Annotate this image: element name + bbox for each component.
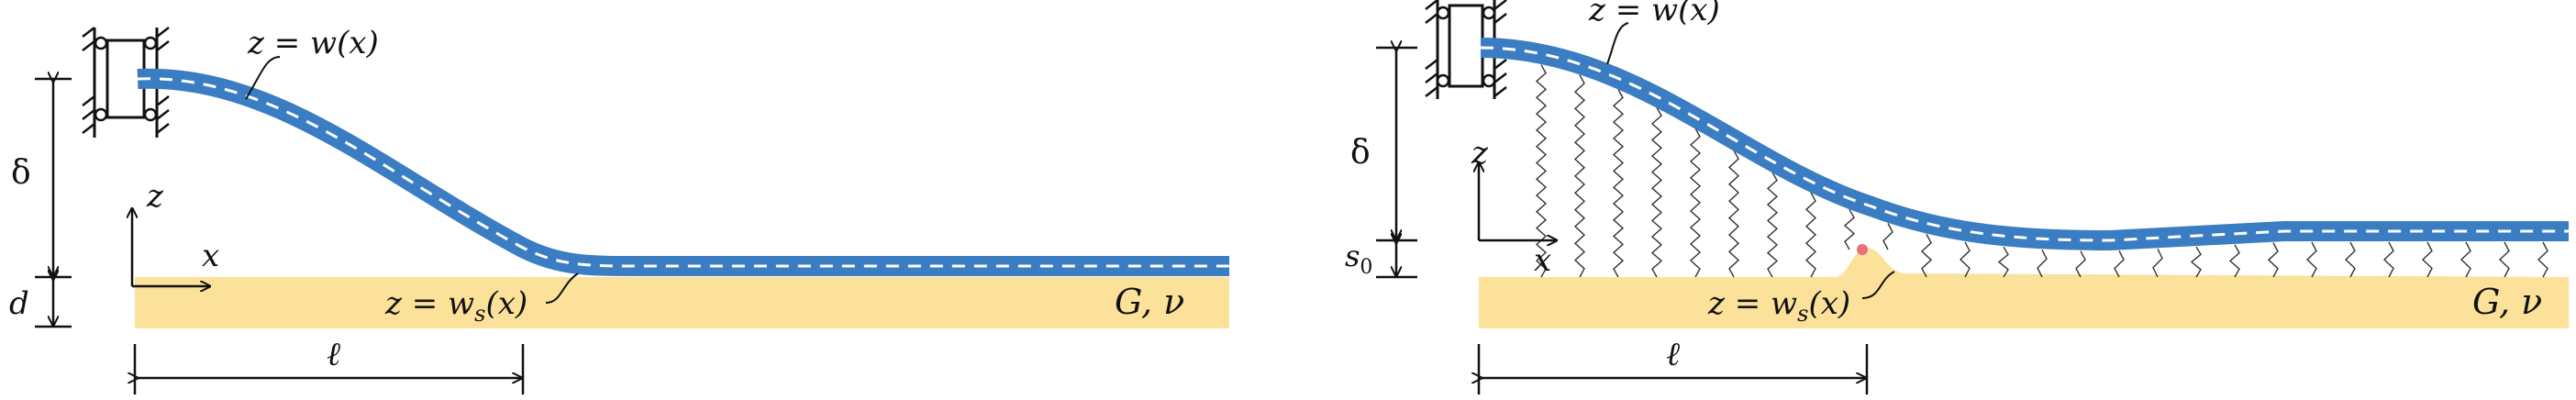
left-d-label: d [9, 285, 29, 322]
spring [1612, 89, 1625, 278]
right-axes [1479, 163, 1556, 240]
spring [1573, 74, 1586, 278]
right-axis-z: z [1471, 135, 1489, 172]
left-surface-main: z = w [384, 285, 474, 322]
spring [2075, 250, 2086, 278]
right-clamp [1425, 0, 1507, 99]
right-beam-centerline [1480, 46, 2569, 242]
spring [2421, 241, 2433, 278]
left-surface-sub: s [474, 301, 485, 327]
spring [2228, 244, 2240, 278]
right-surface-leader [1861, 271, 1895, 299]
left-axis-z: z [146, 178, 164, 215]
right-surface-tail: (x) [1808, 285, 1850, 322]
left-delta-label: δ [11, 154, 31, 192]
spring [2037, 249, 2048, 278]
spring [2114, 250, 2125, 278]
right-ell-label: ℓ [1666, 336, 1680, 373]
spring [2190, 246, 2202, 278]
right-surface-label: z = ws(x) [1707, 285, 1850, 327]
spring [1766, 172, 1779, 278]
left-beam-leader [245, 56, 281, 100]
left-surface-leader [545, 272, 579, 304]
left-d-dimension [35, 279, 72, 328]
left-substrate [135, 277, 1229, 328]
spring [2498, 241, 2510, 278]
left-delta-dimension [35, 79, 72, 279]
right-contact-dot [1857, 244, 1868, 255]
spring [1997, 246, 2009, 278]
left-material: G, ν [1115, 282, 1184, 322]
right-substrate [1479, 248, 2569, 328]
right-s0-main: s [1345, 239, 1360, 273]
left-ell-dimension [135, 344, 525, 394]
spring [2344, 241, 2356, 278]
right-delta-label: δ [1350, 134, 1371, 172]
left-beam-label: z = w(x) [247, 25, 379, 61]
right-ell-dimension [1479, 344, 1869, 394]
right-surface-sub: s [1797, 301, 1808, 327]
left-panel: δ d z x z = w(x) z = ws(x) G, ν ℓ [9, 25, 1229, 394]
left-axes [132, 209, 209, 286]
right-s0-label: s0 [1345, 239, 1372, 279]
spring [1804, 192, 1817, 278]
spring [2267, 242, 2279, 278]
left-beam-centerline [137, 77, 1229, 268]
left-ell-label: ℓ [327, 336, 340, 373]
left-beam [137, 68, 1229, 276]
spring [2305, 241, 2317, 278]
spring [2152, 248, 2163, 278]
spring [1535, 64, 1548, 278]
spring [1650, 106, 1663, 278]
spring [1882, 223, 1893, 250]
left-axis-x: x [202, 238, 219, 274]
spring [2382, 241, 2394, 278]
left-clamp [82, 27, 170, 138]
right-beam [1480, 38, 2569, 251]
right-beam-label: z = w(x) [1588, 0, 1720, 28]
right-delta-dimension [1376, 48, 1417, 242]
left-surface-label: z = ws(x) [384, 285, 527, 327]
spring [1959, 241, 1971, 278]
spring [2537, 241, 2548, 278]
right-axis-x: x [1534, 242, 1551, 279]
right-material: G, ν [2472, 282, 2542, 322]
spring [1689, 128, 1702, 278]
spring [1843, 209, 1856, 250]
right-s0-sub: 0 [1360, 256, 1372, 279]
right-panel: δ s0 z x z = w(x) z = ws(x) G, ν ℓ [1345, 0, 2569, 394]
right-s0-dimension [1376, 242, 1417, 279]
right-beam-leader [1606, 22, 1629, 65]
spring [2459, 241, 2471, 278]
spring [1727, 150, 1740, 278]
spring [1920, 234, 1933, 278]
left-surface-tail: (x) [485, 285, 527, 322]
right-surface-main: z = w [1707, 285, 1797, 322]
right-springs [1535, 64, 2548, 278]
